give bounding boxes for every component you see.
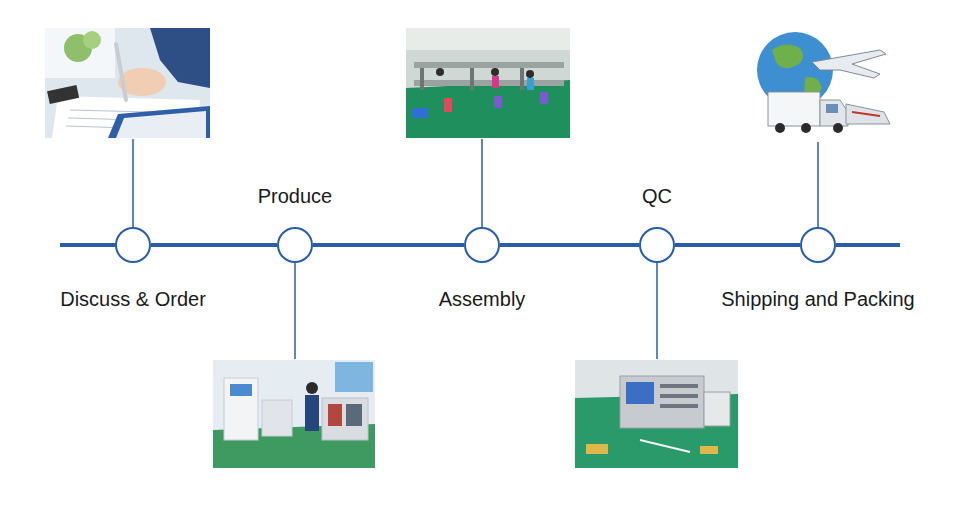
timeline-segment <box>313 243 464 247</box>
assembly-photo <box>406 28 570 138</box>
qc-photo-part <box>640 440 690 452</box>
production-photo-part <box>328 404 342 426</box>
shipping-photo-part <box>768 92 820 126</box>
milestone-outline <box>115 227 151 263</box>
milestone-label: Discuss & Order <box>60 287 206 311</box>
shipping-photo-part <box>750 30 895 140</box>
production-photo <box>213 360 375 468</box>
order-photo-part <box>45 28 115 78</box>
timeline-line-end <box>836 243 900 247</box>
assembly-photo-part <box>494 96 502 108</box>
assembly-photo-part <box>414 62 564 68</box>
assembly-photo-part <box>420 68 424 90</box>
order-photo-part <box>45 28 210 138</box>
qc-photo-part <box>700 446 718 454</box>
milestone-circle <box>465 228 499 262</box>
assembly-photo-part <box>491 68 499 76</box>
assembly-photo-part <box>470 68 474 90</box>
production-photo-part <box>306 382 318 394</box>
assembly-photo-part <box>526 70 534 78</box>
milestone-label: Shipping and Packing <box>721 287 914 311</box>
production-photo-part <box>346 404 362 426</box>
assembly-photo-part <box>406 28 570 138</box>
assembly-photo-part <box>540 92 548 104</box>
milestone-circle <box>640 228 674 262</box>
order-photo-part <box>47 85 79 104</box>
milestone-outline <box>639 227 675 263</box>
milestone-label: Produce <box>258 184 333 208</box>
timeline-segment <box>151 243 277 247</box>
assembly-photo-part <box>492 76 499 88</box>
qc-photo-part <box>660 384 698 388</box>
order-photo <box>45 28 210 138</box>
timeline-segment <box>675 243 800 247</box>
leader-line <box>294 263 296 359</box>
leader-line <box>132 139 134 227</box>
shipping-photo-part <box>775 123 785 133</box>
order-photo-part <box>70 110 150 112</box>
qc-photo-part <box>586 444 608 454</box>
shipping-photo-part <box>820 100 848 126</box>
qc-photo <box>575 360 738 468</box>
shipping-photo-part <box>826 104 838 113</box>
assembly-photo-part <box>406 80 570 138</box>
timeline-milestone: QC <box>639 227 675 263</box>
shipping-photo-part <box>852 112 880 116</box>
qc-photo-part <box>660 404 698 408</box>
qc-photo-part <box>575 360 738 468</box>
shipping-photo-part <box>812 50 886 78</box>
timeline-segment <box>500 243 639 247</box>
timeline-milestone: Produce <box>277 227 313 263</box>
assembly-photo-part <box>406 28 570 50</box>
assembly-photo-part <box>436 68 444 76</box>
timeline-milestone: Discuss & Order <box>115 227 151 263</box>
shipping-photo-part <box>833 123 843 133</box>
production-photo-part <box>335 362 373 392</box>
production-photo-part <box>213 360 375 468</box>
leader-line <box>656 263 658 359</box>
leader-line <box>817 142 819 227</box>
production-photo-part <box>322 398 368 440</box>
assembly-photo-part <box>412 108 428 118</box>
shipping-photo <box>750 30 895 140</box>
shipping-photo-part <box>846 104 890 124</box>
timeline-milestone: Shipping and Packing <box>800 227 836 263</box>
qc-photo-part <box>620 376 704 428</box>
assembly-photo-part <box>527 78 534 90</box>
milestone-label: Assembly <box>439 287 526 311</box>
order-photo-part <box>116 111 206 138</box>
assembly-photo-part <box>444 98 452 112</box>
qc-photo-part <box>626 382 654 404</box>
timeline-line-start <box>60 243 116 247</box>
milestone-label: QC <box>642 184 672 208</box>
shipping-photo-part <box>801 123 811 133</box>
milestone-circle <box>801 228 835 262</box>
milestone-outline <box>800 227 836 263</box>
production-photo-part <box>230 384 252 396</box>
assembly-photo-part <box>414 80 564 86</box>
timeline-milestone: Assembly <box>464 227 500 263</box>
milestone-outline <box>277 227 313 263</box>
production-photo-part <box>305 395 319 431</box>
milestone-outline <box>464 227 500 263</box>
shipping-photo-part <box>772 44 803 68</box>
production-photo-part <box>224 378 258 440</box>
leader-line <box>481 139 483 227</box>
order-photo-part <box>116 44 126 100</box>
milestone-circle <box>116 228 150 262</box>
qc-photo-part <box>704 392 730 426</box>
production-photo-part <box>262 400 292 436</box>
order-photo-part <box>83 31 101 49</box>
assembly-photo-part <box>520 68 524 90</box>
milestone-circle <box>278 228 312 262</box>
qc-photo-part <box>660 394 698 398</box>
order-photo-part <box>108 106 210 138</box>
